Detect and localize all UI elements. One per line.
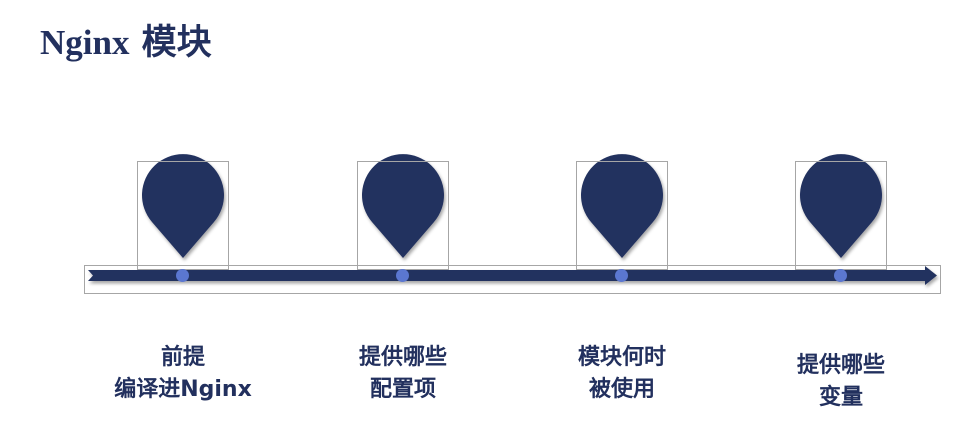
timeline-dot-1 [176,269,189,282]
milestone-label-3: 模块何时 被使用 [522,342,722,406]
page-title: Nginx 模块 [40,14,212,65]
milestone-label-4: 提供哪些 变量 [741,350,941,414]
milestone-label-line: 编译进Nginx [114,377,252,402]
milestone-label-line: 提供哪些 [358,345,447,370]
title-cjk: 模块 [141,23,212,63]
milestone-label-1: 前提 编译进Nginx [83,342,283,406]
milestone-label-line: 提供哪些 [796,353,885,378]
map-pin-icon [580,154,663,258]
milestone-label-line: 被使用 [588,377,655,402]
milestone-label-line: 变量 [818,385,863,410]
map-pin-icon [361,154,444,258]
pin-frame-3 [576,161,668,270]
map-pin-icon [141,154,224,258]
milestone-label-line: 配置项 [369,377,436,402]
milestone-label-2: 提供哪些 配置项 [303,342,503,406]
title-latin: Nginx [40,23,130,62]
milestone-label-line: 模块何时 [577,345,666,370]
pin-frame-1 [137,161,229,270]
timeline-dot-4 [834,269,847,282]
map-pin-icon [799,154,882,258]
milestone-label-line: 前提 [160,345,205,370]
pin-frame-2 [357,161,449,270]
timeline-dot-2 [396,269,409,282]
timeline-arrow-icon [88,266,937,285]
pin-frame-4 [795,161,887,270]
timeline-dot-3 [615,269,628,282]
timeline-frame [84,265,941,294]
